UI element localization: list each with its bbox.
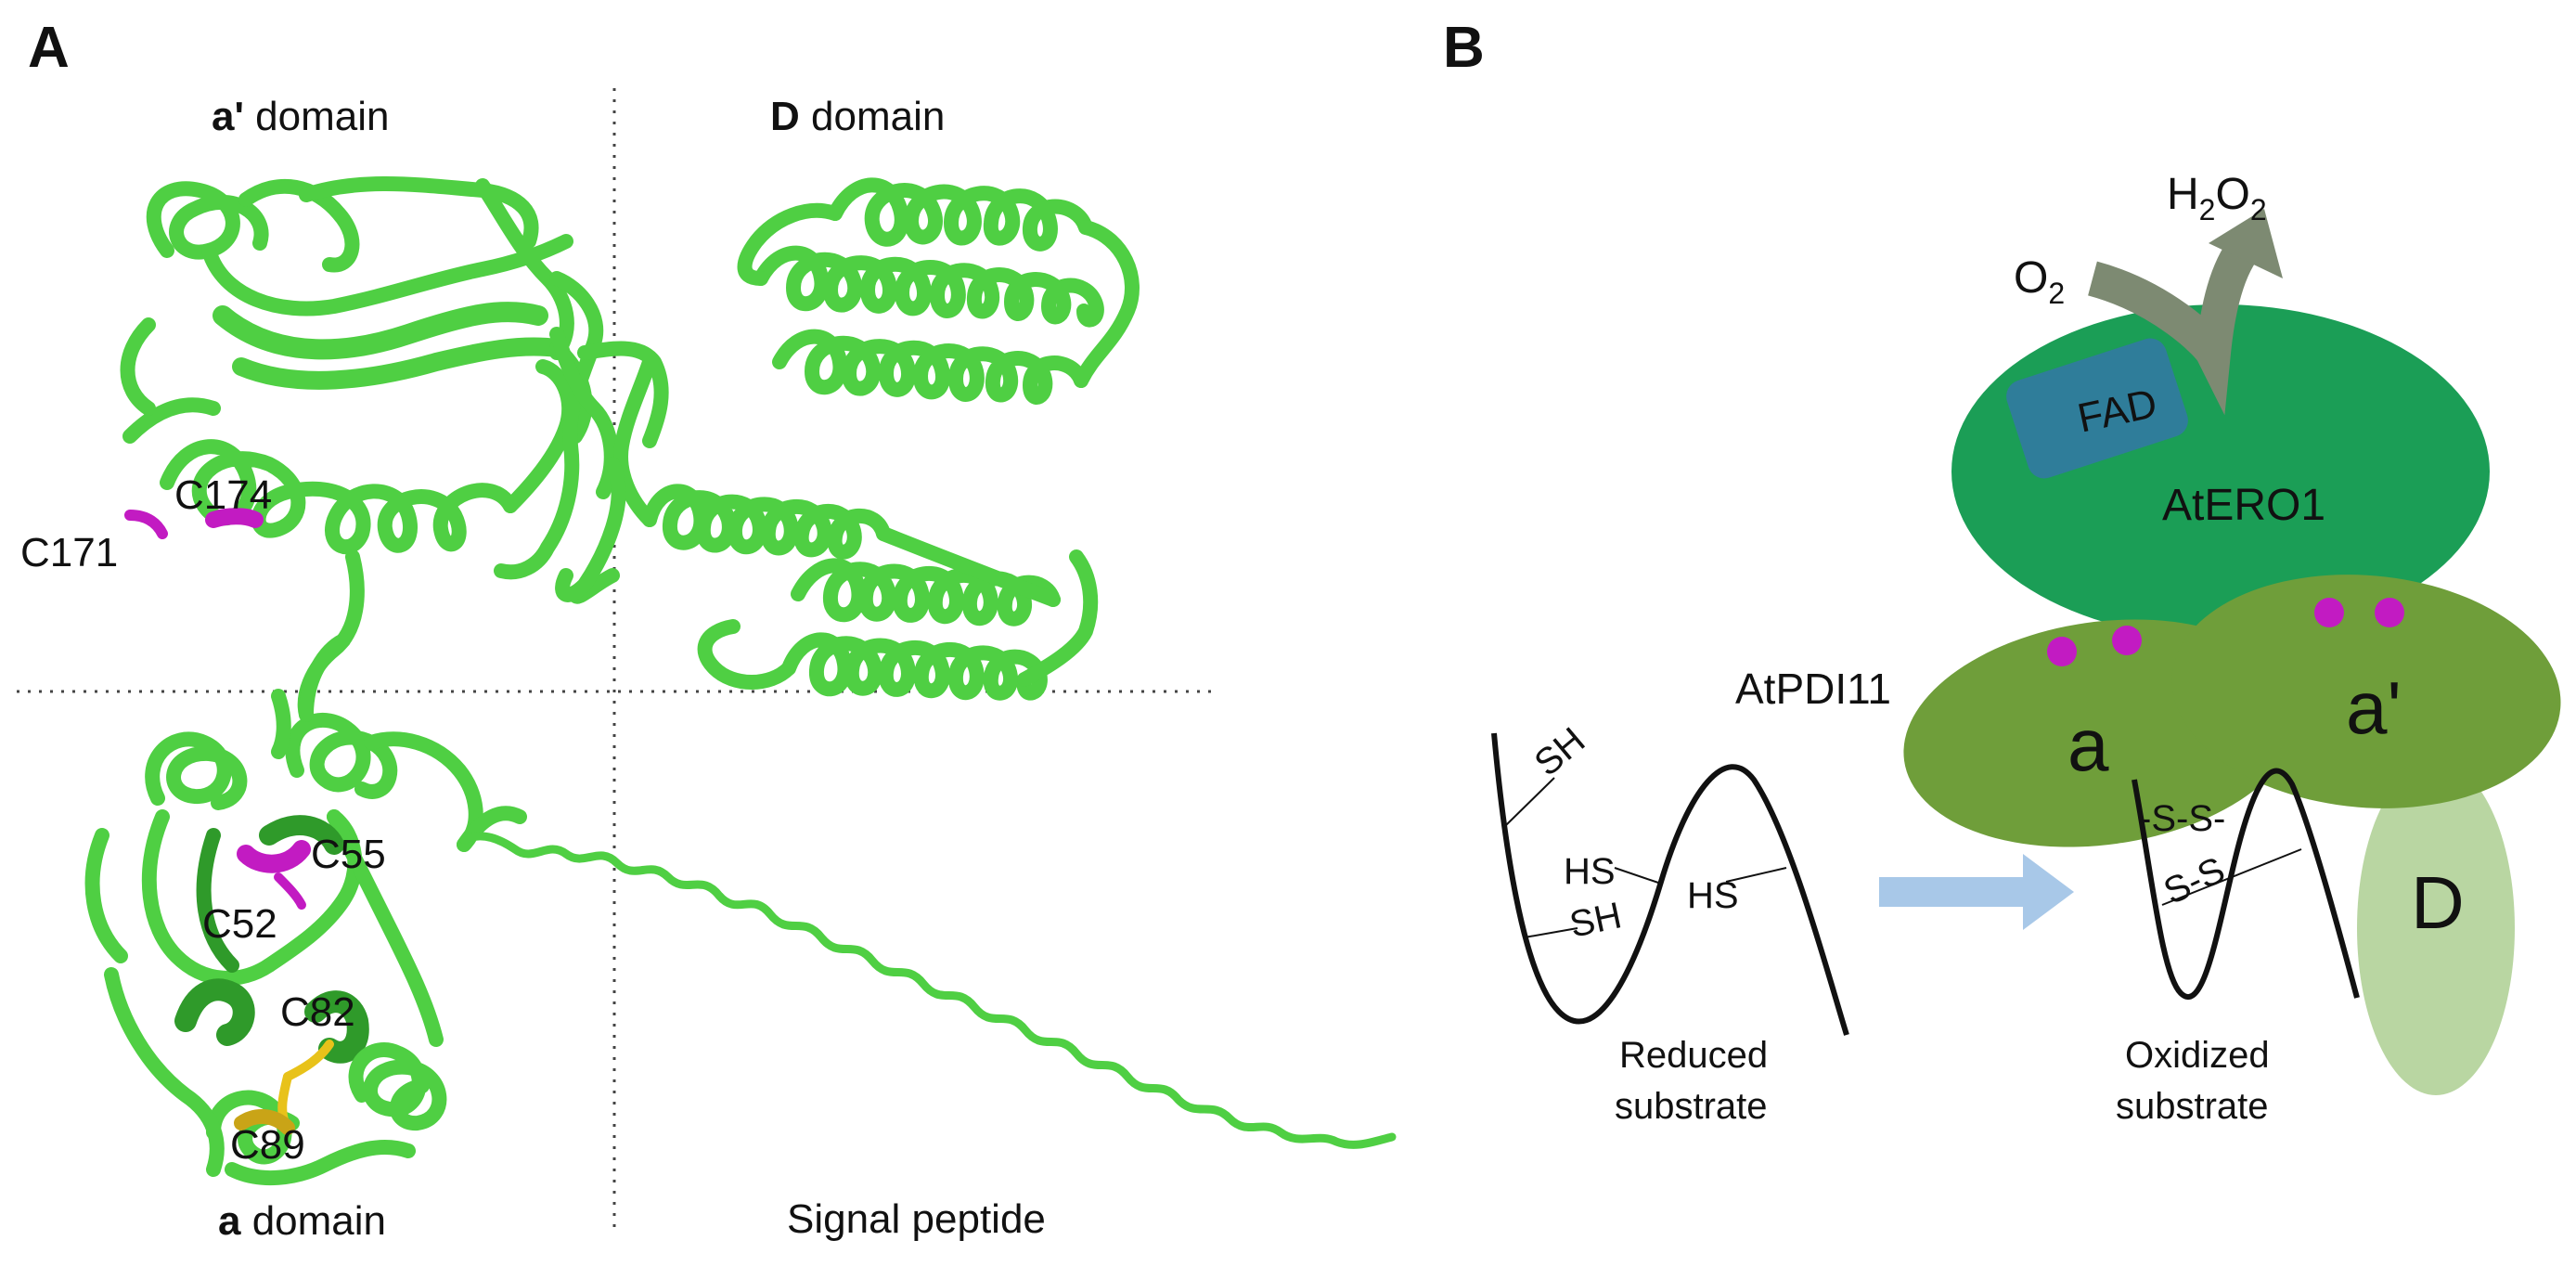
label-oxidized-ss-top: -S-S- — [2139, 798, 2225, 839]
label-atpdi11: AtPDI11 — [1735, 665, 1891, 713]
panel-a-letter: A — [28, 16, 70, 80]
o2-h2o2-arrow — [2087, 235, 2260, 415]
active-site-dot — [2375, 598, 2404, 627]
label-c52: C52 — [202, 901, 277, 947]
label-a-prime-domain: a' domain — [212, 94, 389, 139]
label-reduced-hs-mid: HS — [1564, 851, 1616, 892]
label-domain-a: a — [2067, 704, 2109, 786]
a-domain-structure — [84, 633, 527, 1185]
disulfide-c82-c89 — [234, 1040, 334, 1135]
label-signal-peptide: Signal peptide — [787, 1196, 1046, 1242]
o2-h2o2-arrowhead — [2209, 209, 2283, 278]
active-site-dot — [2112, 626, 2142, 655]
label-c89: C89 — [230, 1122, 305, 1168]
fad-shape — [2006, 338, 2188, 479]
label-o2: O2 — [2014, 253, 2065, 310]
active-site-dot — [2314, 598, 2344, 627]
label-reduced-hs-right: HS — [1687, 875, 1739, 916]
label-reduced-sh-low: SH — [1566, 895, 1626, 946]
a-prime-domain-structure — [120, 176, 619, 722]
label-a-domain: a domain — [218, 1198, 386, 1244]
label-reduced-sh-top: SH — [1527, 719, 1593, 783]
label-c171: C171 — [20, 530, 118, 575]
label-reduced-caption-1: Reduced — [1619, 1035, 1768, 1076]
signal-peptide-tail — [459, 832, 1397, 1149]
label-oxidized-caption-2: substrate — [2116, 1086, 2269, 1127]
panel-a: A — [17, 16, 1397, 1244]
panel-b: B FAD AtERO1 AtPDI11 a a' D O2 H2O2 — [1443, 16, 2561, 1127]
label-c174: C174 — [174, 472, 272, 518]
pdi-domain-d-shape — [2357, 761, 2515, 1095]
cysteine-c171-c174 — [124, 508, 264, 539]
label-d-domain: D domain — [770, 94, 945, 139]
label-h2o2: H2O2 — [2167, 170, 2267, 226]
oxidized-substrate: -S-S- S-S Oxidized substrate — [2116, 768, 2360, 1127]
oxidized-substrate-curve — [2132, 768, 2360, 1000]
cysteine-c52-c55 — [237, 840, 311, 910]
d-domain-structure — [555, 177, 1140, 701]
label-reduced-caption-2: substrate — [1615, 1086, 1768, 1127]
label-c55: C55 — [311, 832, 386, 877]
panel-b-letter: B — [1443, 16, 1485, 80]
label-c82: C82 — [280, 989, 355, 1035]
pdi-domain-a-prime-shape — [2171, 575, 2561, 808]
label-atero1: AtERO1 — [2162, 481, 2325, 530]
label-domain-d: D — [2411, 861, 2465, 944]
process-arrow — [1879, 854, 2074, 930]
reduced-substrate: SH HS SH HS Reduced substrate — [1491, 719, 1849, 1127]
active-site-dot — [2047, 637, 2077, 666]
label-domain-a-prime: a' — [2346, 666, 2402, 749]
label-oxidized-caption-1: Oxidized — [2125, 1035, 2270, 1076]
reduced-substrate-curve — [1491, 732, 1849, 1036]
